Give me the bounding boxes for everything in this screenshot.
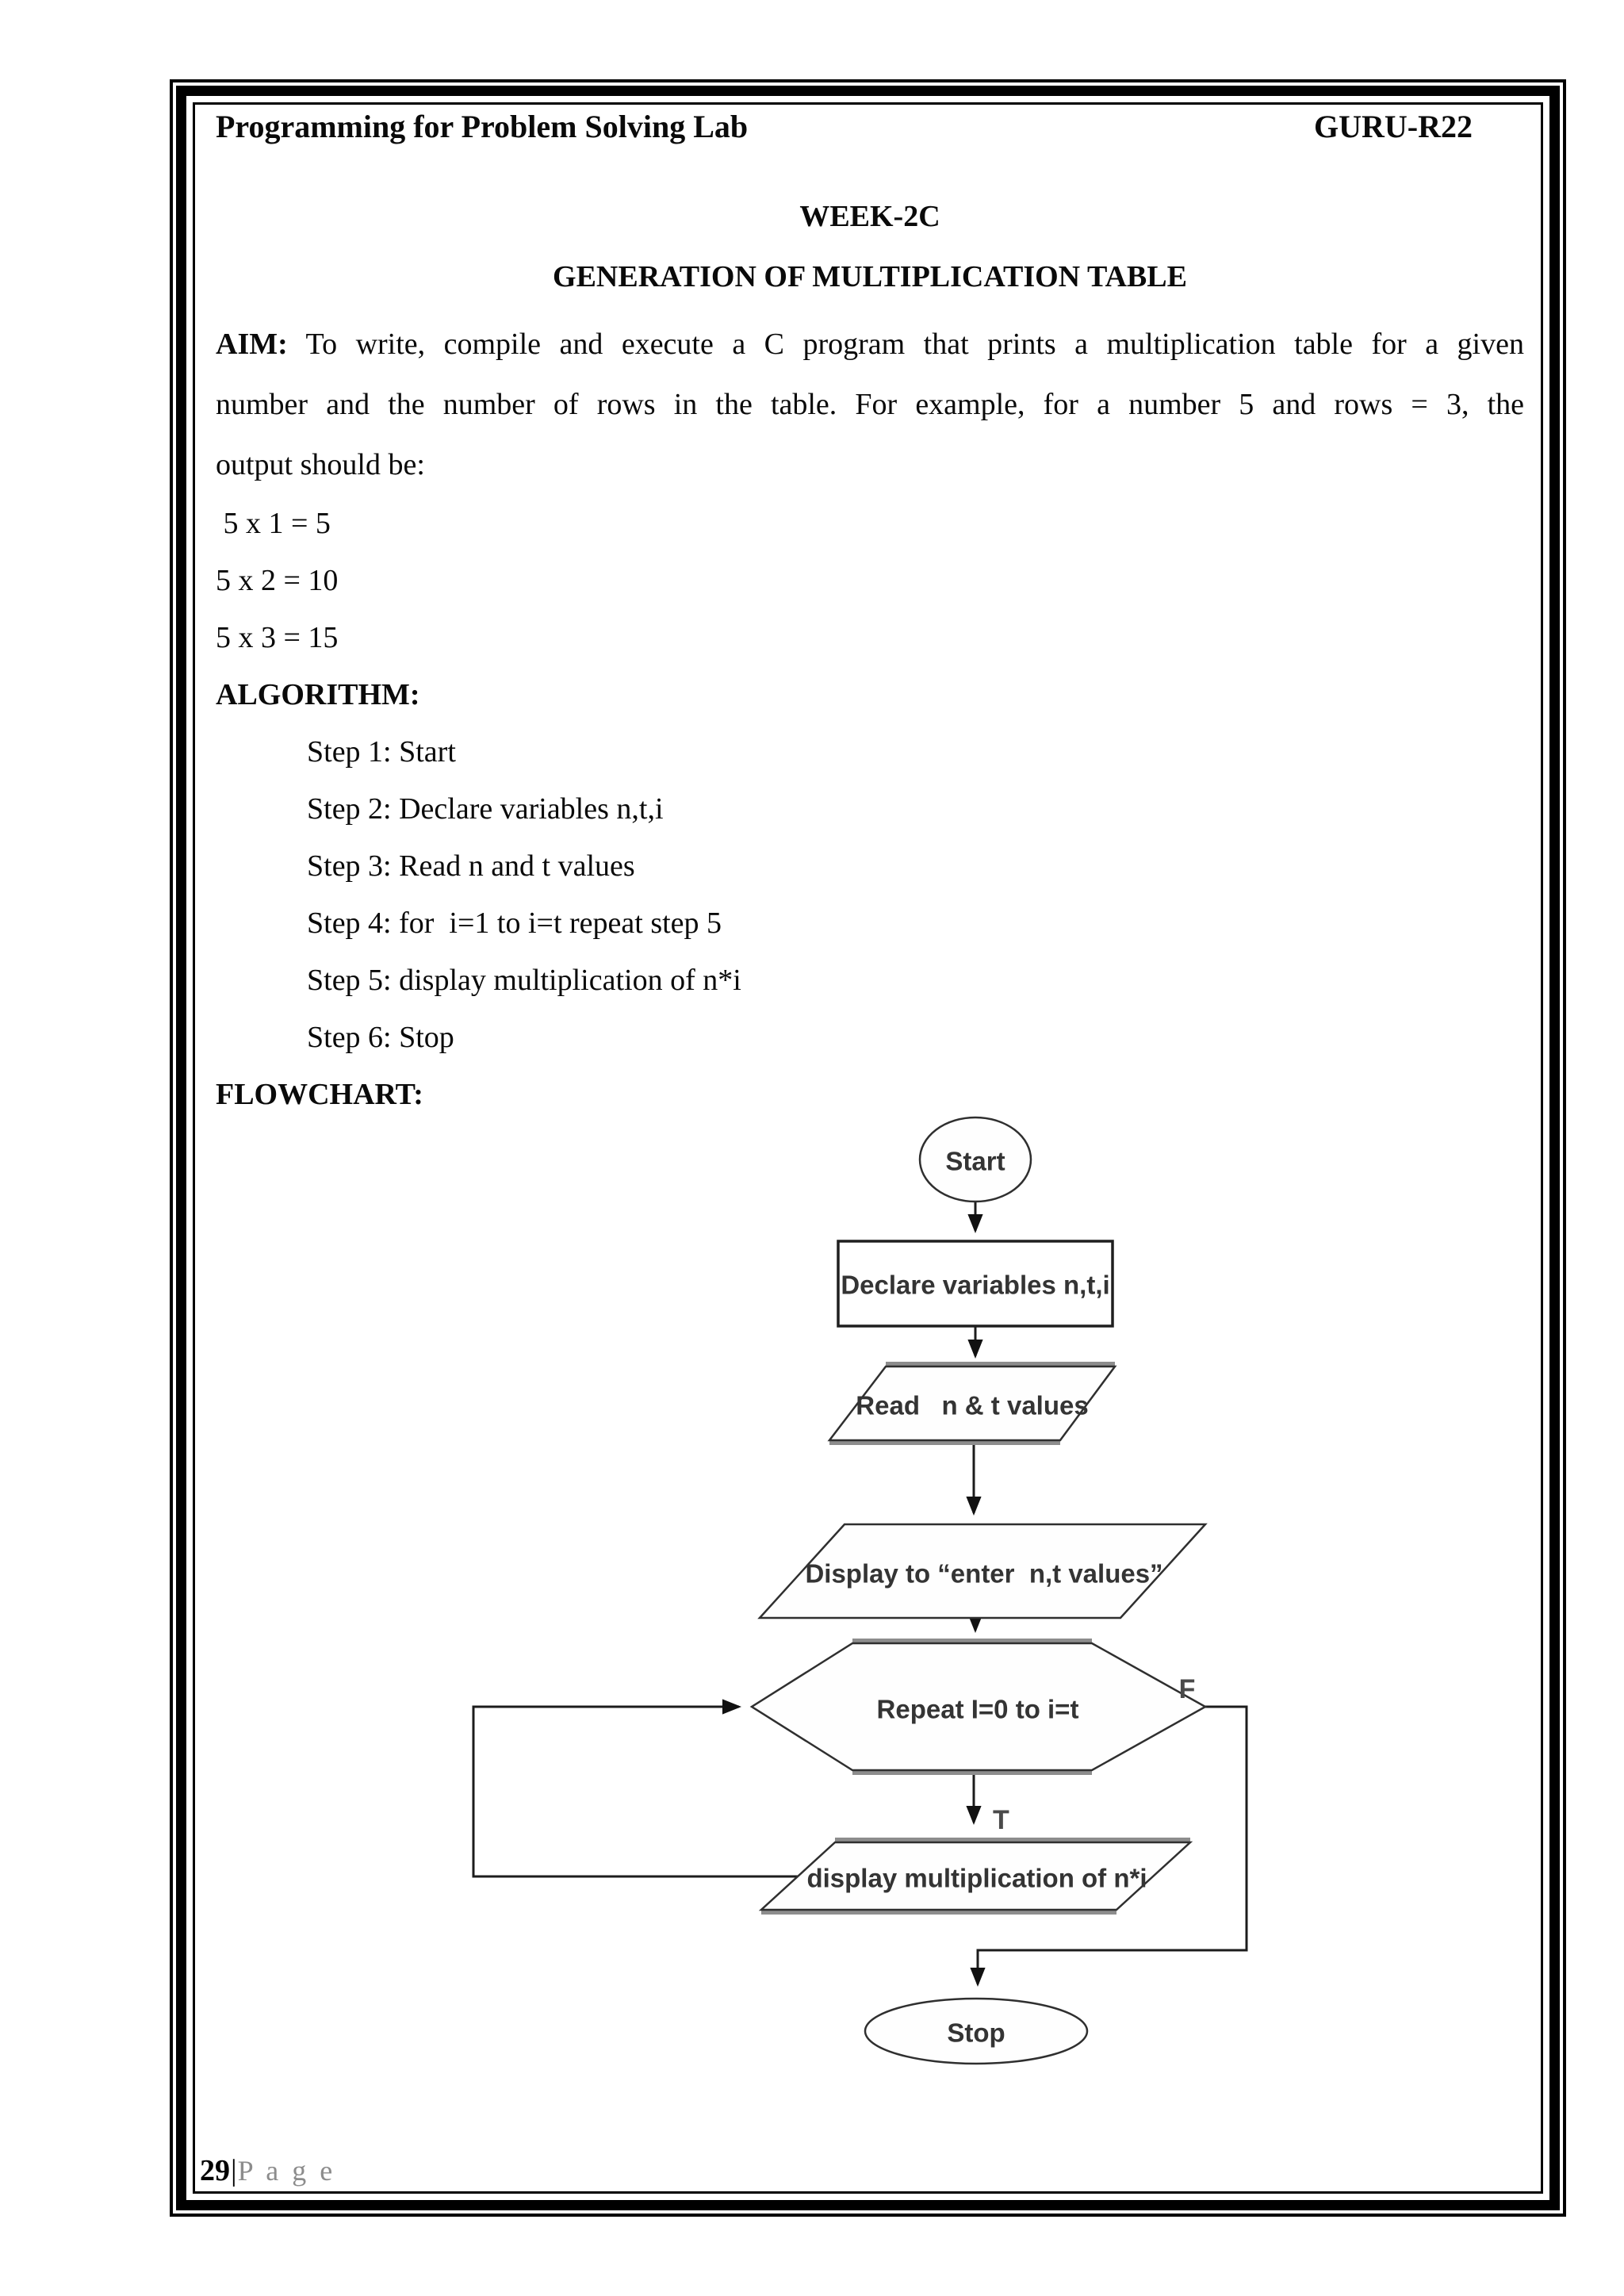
stop-label: Stop — [947, 2018, 1005, 2048]
false-branch-label: F — [1179, 1674, 1196, 1704]
start-terminator — [918, 1116, 1032, 1203]
algorithm-heading: ALGORITHM: — [216, 678, 420, 711]
algorithm-step-3: Step 3: Read n and t values — [307, 849, 635, 883]
example-output-line-1: 5 x 1 = 5 — [216, 507, 331, 540]
aim-line-3: output should be: — [216, 448, 425, 481]
algorithm-step-2: Step 2: Declare variables n,t,i — [307, 792, 664, 826]
read-label: Read n & t values — [856, 1391, 1088, 1420]
page-footer: 29|P a g e — [200, 2153, 335, 2188]
declare-process-box — [837, 1240, 1114, 1328]
display-prompt-label: Display to “enter n,t values” — [805, 1559, 1162, 1589]
read-io-parallelogram — [827, 1365, 1117, 1442]
week-title: WEEK-2C — [799, 200, 940, 233]
aim-line-1: AIM: To write, compile and execute a C p… — [216, 314, 1524, 374]
example-output-block: 5 x 1 = 5 5 x 2 = 10 5 x 3 = 15 — [216, 495, 1524, 666]
page-title: GENERATION OF MULTIPLICATION TABLE — [553, 260, 1187, 293]
header-course-title: Programming for Problem Solving Lab — [216, 109, 749, 144]
algorithm-steps: Step 1: Start Step 2: Declare variables … — [307, 723, 1524, 1066]
page-border-frame: Programming for Problem Solving Lab GURU… — [170, 79, 1566, 2217]
aim-line-1-text: To write, compile and execute a C progra… — [305, 328, 1524, 361]
page-content: Programming for Problem Solving Lab GURU… — [195, 105, 1541, 2191]
flowchart-heading: FLOWCHART: — [216, 1078, 423, 1111]
aim-label: AIM: — [216, 328, 288, 361]
algorithm-step-1: Step 1: Start — [307, 735, 456, 769]
declare-label: Declare variables n,t,i — [841, 1271, 1109, 1300]
header-regulation-code: GURU-R22 — [1314, 109, 1473, 144]
display-mult-label: display multiplication of n*i — [806, 1864, 1147, 1893]
repeat-decision-hexagon — [749, 1642, 1208, 1772]
algorithm-step-4: Step 4: for i=1 to i=t repeat step 5 — [307, 907, 722, 940]
aim-line-2: number and the number of rows in the tab… — [216, 388, 1524, 421]
footer-separator: | — [231, 2154, 237, 2187]
example-output-line-2: 5 x 2 = 10 — [216, 564, 339, 597]
example-output-line-3: 5 x 3 = 15 — [216, 621, 339, 654]
start-label: Start — [945, 1147, 1005, 1176]
repeat-label: Repeat I=0 to i=t — [877, 1695, 1079, 1724]
true-branch-label: T — [993, 1805, 1009, 1835]
false-branch-line — [970, 1705, 1248, 1987]
stop-terminator — [864, 1997, 1089, 2065]
algorithm-step-5: Step 5: display multiplication of n*i — [307, 964, 741, 997]
footer-page-label: P a g e — [237, 2155, 336, 2187]
page-number: 29 — [200, 2154, 230, 2187]
algorithm-step-6: Step 6: Stop — [307, 1021, 454, 1054]
display-io-parallelogram — [757, 1523, 1208, 1619]
loop-back-line — [472, 1699, 799, 1878]
display-mult-io-parallelogram — [758, 1841, 1193, 1911]
flowchart-figure: Start Declare variables n,t,i Read n & t… — [472, 1116, 1248, 2065]
aim-paragraph: AIM: To write, compile and execute a C p… — [216, 314, 1524, 495]
page-header: Programming for Problem Solving Lab GURU… — [216, 105, 1524, 149]
